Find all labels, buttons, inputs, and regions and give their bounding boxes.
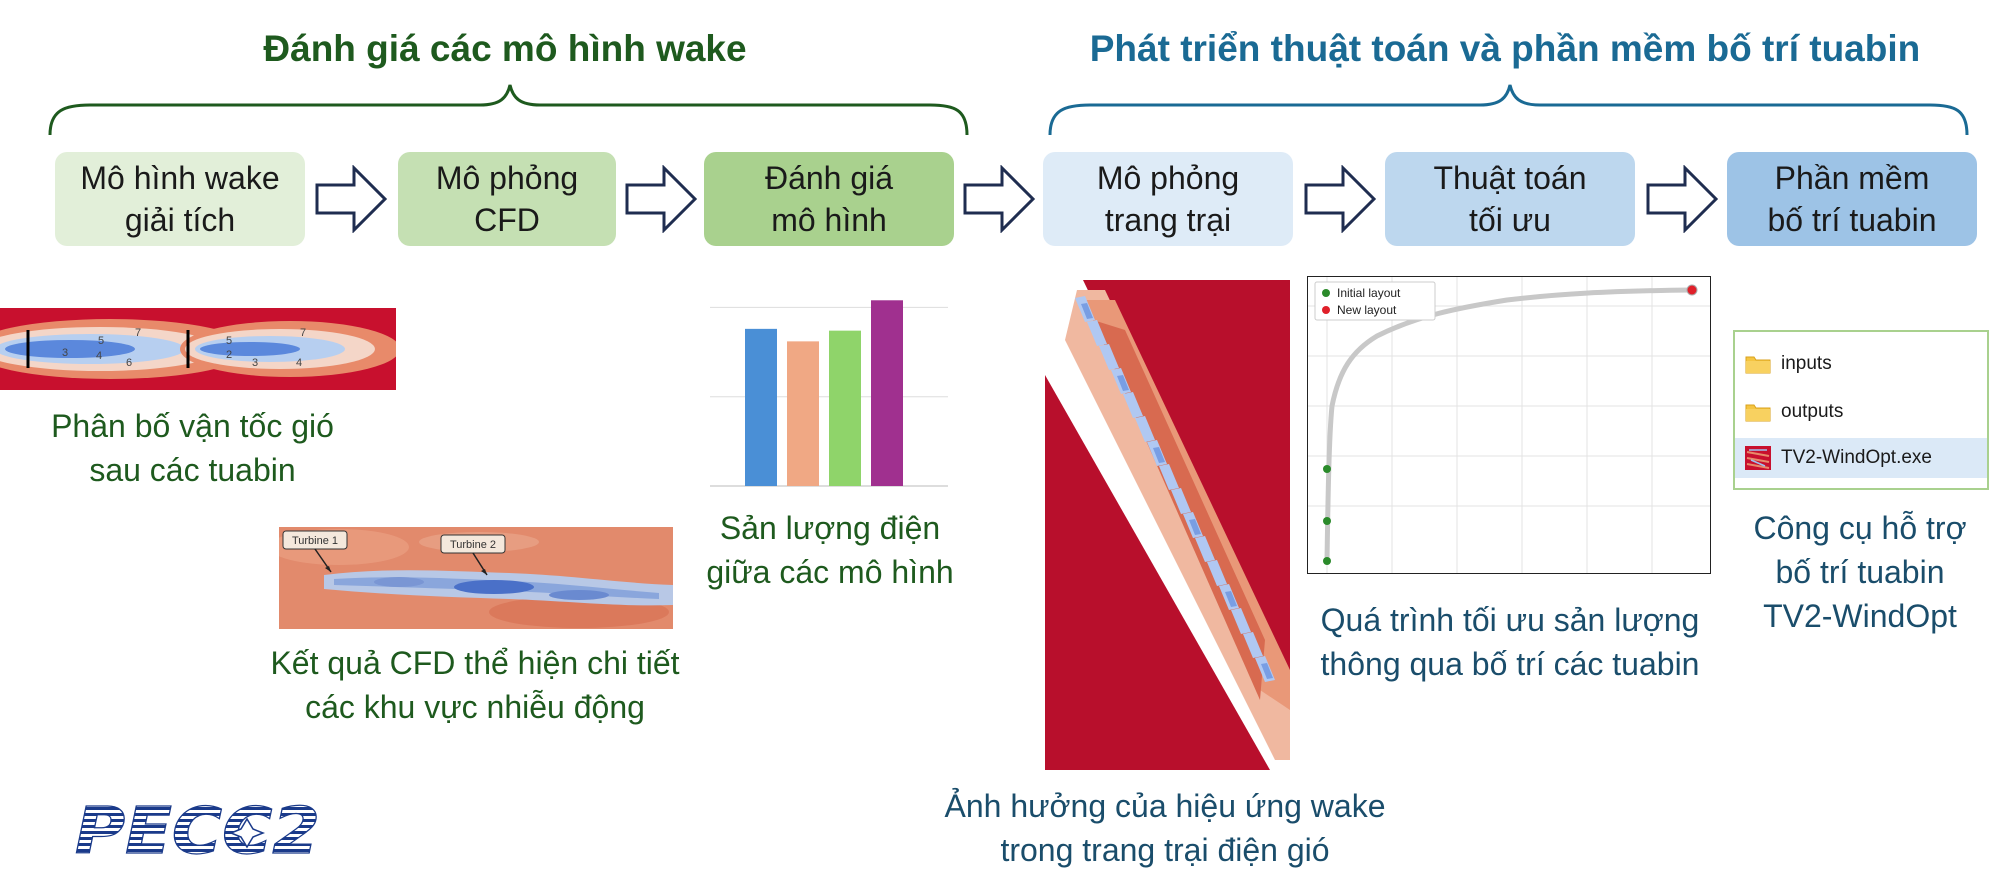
svg-text:PECC2: PECC2	[75, 795, 320, 865]
contour-label: 3	[62, 347, 68, 359]
contour-label: 5	[226, 335, 232, 347]
contour-label: 7	[300, 327, 306, 339]
turbine-2-label: Turbine 2	[450, 539, 496, 551]
arrow-right-icon	[963, 165, 1036, 233]
cfd-result-image: Turbine 1 Turbine 2	[279, 527, 673, 629]
wind-farm-wake-image	[1045, 280, 1290, 770]
contour-label: 3	[252, 357, 258, 369]
optimization-caption: Quá trình tối ưu sản lượng thông qua bố …	[1320, 602, 1700, 682]
contour-label: 6	[126, 357, 132, 369]
folder-icon	[1745, 404, 1771, 422]
contour-label: 4	[296, 357, 302, 369]
file-name: TV2-WindOpt.exe	[1781, 447, 1932, 468]
bar	[871, 300, 903, 486]
velocity-caption: Phân bố vận tốc gió sau các tuabin	[51, 408, 334, 488]
contour-label: 4	[96, 350, 102, 362]
energy-bar-chart	[710, 300, 948, 487]
step-analytical-wake-model: Mô hình wake giải tích	[55, 152, 305, 246]
tool-caption: Công cụ hỗ trợ bố trí tuabin TV2-WindOpt	[1753, 510, 1967, 634]
right-brace	[1048, 84, 1969, 136]
arrow-right-icon	[315, 165, 388, 233]
file-item-inputs[interactable]: inputs	[1745, 344, 1832, 384]
left-brace	[48, 84, 969, 136]
step-cfd-simulation: Mô phỏng CFD	[398, 152, 616, 246]
cfd-caption: Kết quả CFD thể hiện chi tiết các khu vự…	[270, 645, 680, 725]
turbine-1-label: Turbine 1	[292, 535, 338, 547]
legend-initial-layout: Initial layout	[1337, 286, 1401, 300]
farm-caption: Ảnh hưởng của hiệu ứng wake trong trang …	[944, 788, 1386, 868]
pecc2-logo: PECC2	[74, 794, 325, 869]
right-section-title: Phát triển thuật toán và phần mềm bố trí…	[1089, 28, 1921, 69]
step-layout-software: Phần mềm bố trí tuabin	[1727, 152, 1977, 246]
step-model-evaluation: Đánh giá mô hình	[704, 152, 954, 246]
step-farm-simulation: Mô phỏng trang trại	[1043, 152, 1293, 246]
wind-velocity-contour-image: 7 5 3 4 6 7 5 2 3 4	[0, 308, 396, 390]
folder-icon	[1745, 356, 1771, 374]
energy-caption: Sản lượng điện giữa các mô hình	[706, 510, 954, 590]
bar	[787, 341, 819, 486]
arrow-right-icon	[1304, 165, 1377, 233]
file-item-outputs[interactable]: outputs	[1745, 392, 1843, 432]
contour-label: 5	[98, 335, 104, 347]
contour-label: 2	[226, 349, 232, 361]
step-optimization-algorithm: Thuật toán tối ưu	[1385, 152, 1635, 246]
contour-label: 7	[135, 327, 141, 339]
file-name: outputs	[1781, 401, 1844, 422]
optimization-chart: Initial layout New layout	[1307, 276, 1711, 574]
file-explorer-panel: inputs outputs TV2-WindOpt.exe	[1733, 330, 1989, 490]
arrow-right-icon	[1646, 165, 1719, 233]
exe-icon	[1745, 446, 1771, 470]
left-section-title: Đánh giá các mô hình wake	[263, 28, 747, 69]
legend-new-layout: New layout	[1337, 303, 1397, 317]
bar	[745, 328, 777, 486]
bar	[829, 330, 861, 486]
arrow-right-icon	[625, 165, 698, 233]
file-item-exe[interactable]: TV2-WindOpt.exe	[1735, 438, 1987, 478]
file-name: inputs	[1781, 353, 1832, 374]
